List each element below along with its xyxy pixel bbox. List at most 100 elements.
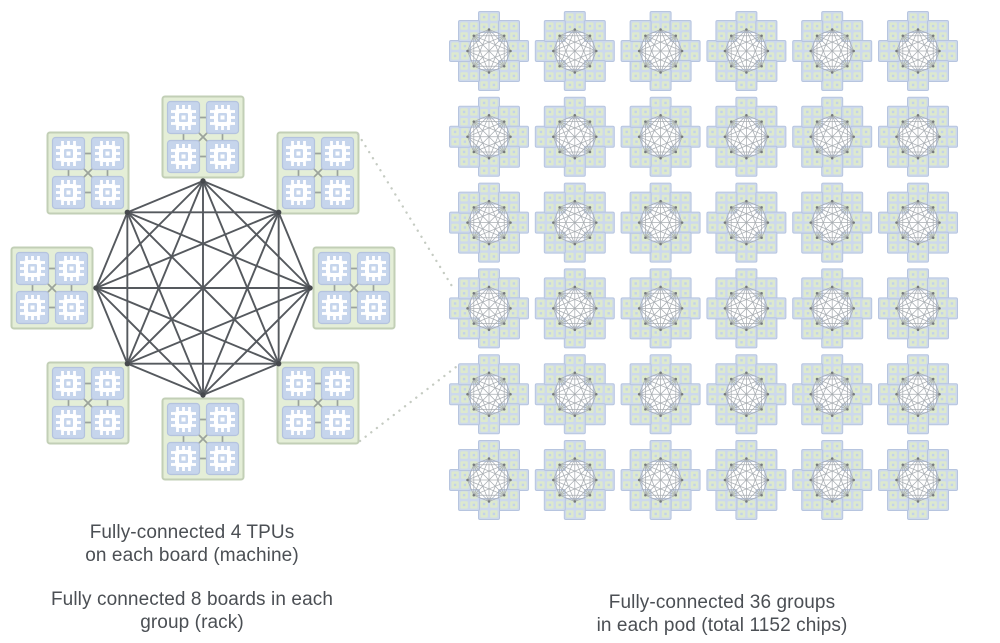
- tpu-board-mini: [850, 211, 873, 234]
- group-interconnect-graph: [637, 371, 684, 417]
- tpu-board-mini: [478, 354, 500, 377]
- tpu-board-mini: [801, 403, 824, 426]
- tpu-board-mini: [449, 40, 471, 62]
- tpu-board: [161, 397, 245, 481]
- pod-group: [706, 268, 787, 349]
- tpu-board-mini: [649, 268, 672, 291]
- tpu-board-mini: [735, 240, 758, 263]
- tpu-board-mini: [629, 60, 652, 82]
- pod-group: [534, 440, 615, 520]
- pod-group: [706, 354, 787, 435]
- tpu-chip-icon: [320, 136, 355, 171]
- tpu-board-mini: [507, 469, 529, 491]
- tpu-board-mini: [764, 125, 787, 148]
- tpu-chip-icon: [90, 405, 125, 440]
- tpu-board-mini: [706, 469, 729, 491]
- tpu-board-mini: [764, 297, 787, 320]
- tpu-board-mini: [592, 469, 615, 491]
- pod-group: [449, 96, 529, 177]
- group-interconnect-graph: [895, 28, 941, 74]
- tpu-chip-icon: [317, 251, 352, 286]
- tpu-board-mini: [669, 449, 692, 471]
- pod-group: [449, 182, 529, 263]
- tpu-chip-icon: [51, 366, 86, 401]
- tpu-board-mini: [620, 125, 643, 148]
- pod-group: [792, 182, 873, 263]
- tpu-chip-icon: [320, 405, 355, 440]
- tpu-board-mini: [449, 125, 471, 148]
- tpu-chip-icon: [317, 290, 352, 325]
- pod-grid-diagram: [449, 11, 958, 520]
- tpu-board-mini: [792, 297, 815, 320]
- tpu-board-mini: [887, 60, 909, 82]
- tpu-board-mini: [735, 268, 758, 291]
- tpu-board-mini: [821, 412, 844, 435]
- tpu-board-mini: [735, 440, 758, 462]
- tpu-board-mini: [821, 498, 844, 520]
- tpu-board-mini: [620, 469, 643, 491]
- tpu-chip-icon: [15, 251, 50, 286]
- pod-group: [449, 440, 529, 520]
- group-interconnect-graph: [466, 199, 512, 246]
- tpu-chip-icon: [166, 139, 201, 174]
- tpu-chip-icon: [166, 441, 201, 476]
- tpu-board-mini: [715, 60, 738, 82]
- group-interconnect-graph: [637, 285, 684, 332]
- tpu-board-mini: [620, 297, 643, 320]
- pod-group: [792, 11, 873, 91]
- caption-group-rack: Fully connected 8 boards in each group (…: [17, 588, 367, 634]
- pod-group: [534, 96, 615, 177]
- tpu-board-mini: [821, 326, 844, 349]
- tpu-chip-icon: [54, 251, 89, 286]
- tpu-board-mini: [706, 297, 729, 320]
- pod-group: [706, 96, 787, 177]
- group-interconnect-graph: [809, 457, 855, 503]
- group-interconnect-graph: [466, 285, 512, 332]
- caption-board-machine: Fully-connected 4 TPUs on each board (ma…: [17, 521, 367, 567]
- group-interconnect-graph: [552, 371, 598, 417]
- pod-group: [449, 11, 529, 91]
- group-interconnect-graph: [466, 114, 512, 160]
- tpu-board-mini: [735, 69, 758, 91]
- tpu-board-mini: [907, 354, 929, 377]
- tpu-board-mini: [449, 297, 471, 320]
- group-interconnect-graph: [809, 199, 855, 246]
- tpu-chip-icon: [320, 366, 355, 401]
- tpu-board-mini: [583, 277, 606, 300]
- group-interconnect-graph: [723, 285, 770, 332]
- tpu-board-mini: [907, 154, 929, 177]
- tpu-board-mini: [735, 326, 758, 349]
- tpu-board-mini: [478, 412, 500, 435]
- tpu-board-mini: [534, 40, 557, 62]
- group-interconnect-graph: [723, 371, 770, 417]
- tpu-board-mini: [478, 498, 500, 520]
- group-interconnect-graph: [552, 114, 598, 160]
- tpu-chip-icon: [356, 290, 391, 325]
- tpu-board-mini: [649, 498, 672, 520]
- tpu-chip-icon: [281, 175, 316, 210]
- tpu-chip-icon: [281, 366, 316, 401]
- tpu-board-mini: [507, 211, 529, 234]
- tpu-board-mini: [792, 40, 815, 62]
- pod-group: [534, 354, 615, 435]
- tpu-board-mini: [649, 326, 672, 349]
- tpu-board-mini: [764, 40, 787, 62]
- tpu-chip-icon: [205, 402, 240, 437]
- tpu-board-mini: [792, 469, 815, 491]
- pod-group: [706, 11, 787, 91]
- zoom-connector-line: [356, 132, 457, 293]
- tpu-board-mini: [907, 268, 929, 291]
- pod-group: [706, 182, 787, 263]
- tpu-board-mini: [449, 469, 471, 491]
- tpu-chip-icon: [90, 366, 125, 401]
- tpu-board-mini: [478, 240, 500, 263]
- group-diagram: [10, 95, 396, 481]
- tpu-board-mini: [936, 40, 958, 62]
- group-interconnect-graph: [809, 371, 855, 417]
- group-interconnect-graph: [723, 28, 770, 74]
- group-interconnect-graph: [809, 114, 855, 160]
- tpu-board-mini: [907, 11, 929, 33]
- tpu-board-mini: [507, 125, 529, 148]
- group-interconnect-graph: [723, 114, 770, 160]
